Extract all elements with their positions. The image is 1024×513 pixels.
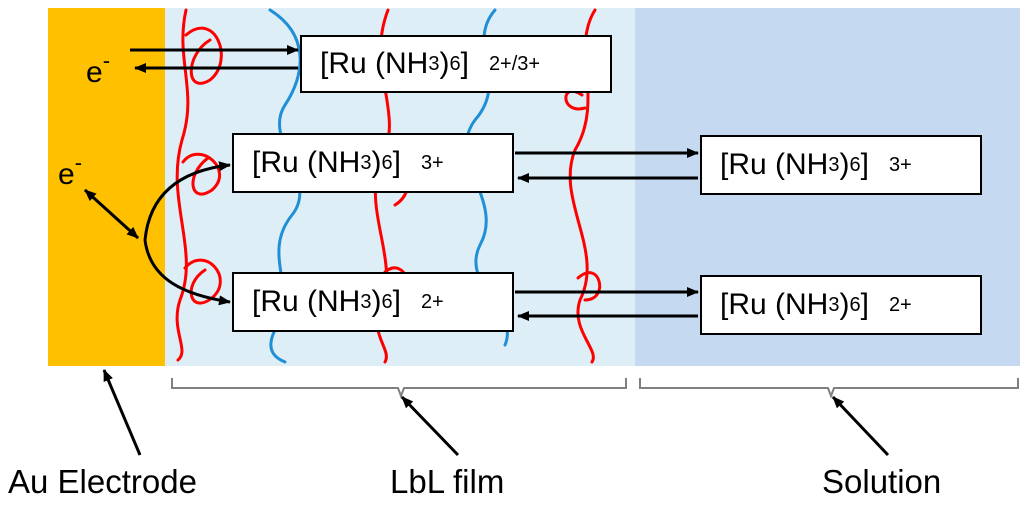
- arrow-curve-to-mid: [143, 161, 231, 241]
- pointer-solution: [831, 395, 890, 457]
- polycation-chain: [175, 8, 190, 362]
- polycation-chain: [184, 26, 223, 85]
- electron-label-top: e-: [86, 48, 111, 89]
- brace-solution: [639, 378, 1019, 399]
- pointer-film: [400, 395, 460, 457]
- label-au-electrode: Au Electrode: [8, 463, 197, 500]
- label-solution: Solution: [822, 463, 942, 500]
- electron-label-middle: e-: [58, 150, 83, 191]
- polycation-chain: [564, 89, 587, 111]
- label-lbl-film: LbL film: [390, 463, 505, 500]
- pointer-electrode: [102, 369, 142, 456]
- arrow-curve-to-bot: [143, 239, 231, 306]
- brace-lbl-film: [171, 378, 627, 399]
- polycation-chain: [576, 271, 602, 302]
- arrow-electron-double: [83, 188, 140, 240]
- polycation-chain: [181, 152, 221, 196]
